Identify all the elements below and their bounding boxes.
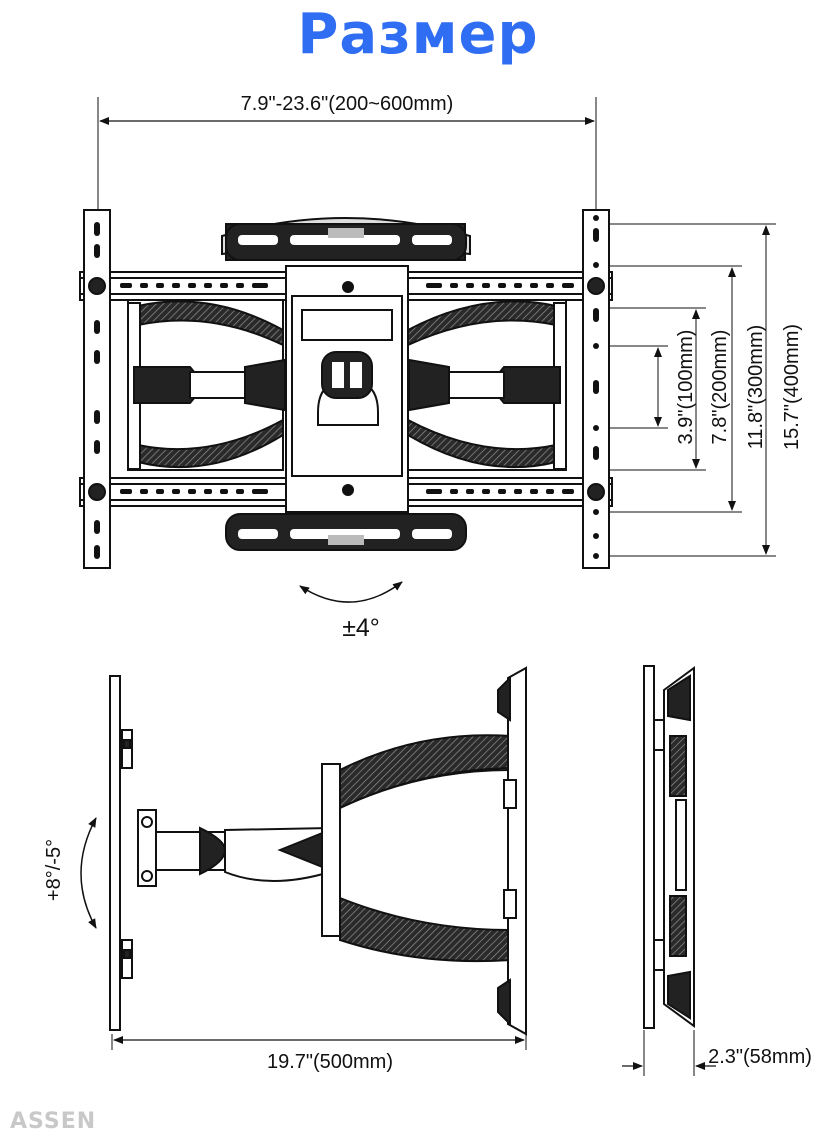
folded-view: [622, 665, 716, 1076]
brand-watermark: ASSEN: [10, 1109, 97, 1134]
tilt-label: +8°/-5°: [43, 839, 65, 901]
top-curved-arm: [221, 217, 471, 261]
elbow-joint: [321, 763, 341, 937]
center-wall-plate: [285, 265, 409, 513]
tv-plate: [109, 675, 121, 1031]
left-vertical-bracket: [83, 209, 111, 569]
vesa-400-label: 15.7"(400mm): [781, 324, 803, 450]
depth-label: 2.3"(58mm): [708, 1046, 812, 1068]
tilt-arc: [80, 817, 97, 929]
page-title: Размер: [297, 2, 539, 67]
vesa-dimensions: [609, 223, 776, 557]
side-view: [80, 666, 527, 1050]
width-dimension: [97, 97, 597, 212]
vesa-200-label: 7.8"(200mm): [709, 330, 731, 445]
right-side-arm: [407, 299, 567, 471]
vesa-100-label: 3.9"(100mm): [675, 330, 697, 445]
front-view: [79, 97, 776, 603]
side-tilt-arc: [299, 581, 403, 603]
width-range-label: 7.9"-23.6"(200~600mm): [241, 93, 454, 115]
side-tilt-label: ±4°: [342, 614, 380, 642]
left-side-arm: [127, 299, 286, 471]
right-vertical-bracket: [582, 209, 610, 569]
tv-brackets: [121, 729, 133, 979]
folded-tv-plate: [643, 665, 655, 1029]
bottom-curved-arm: [225, 513, 467, 551]
vesa-300-label: 11.8"(300mm): [745, 325, 767, 450]
extension-label: 19.7"(500mm): [267, 1051, 393, 1073]
